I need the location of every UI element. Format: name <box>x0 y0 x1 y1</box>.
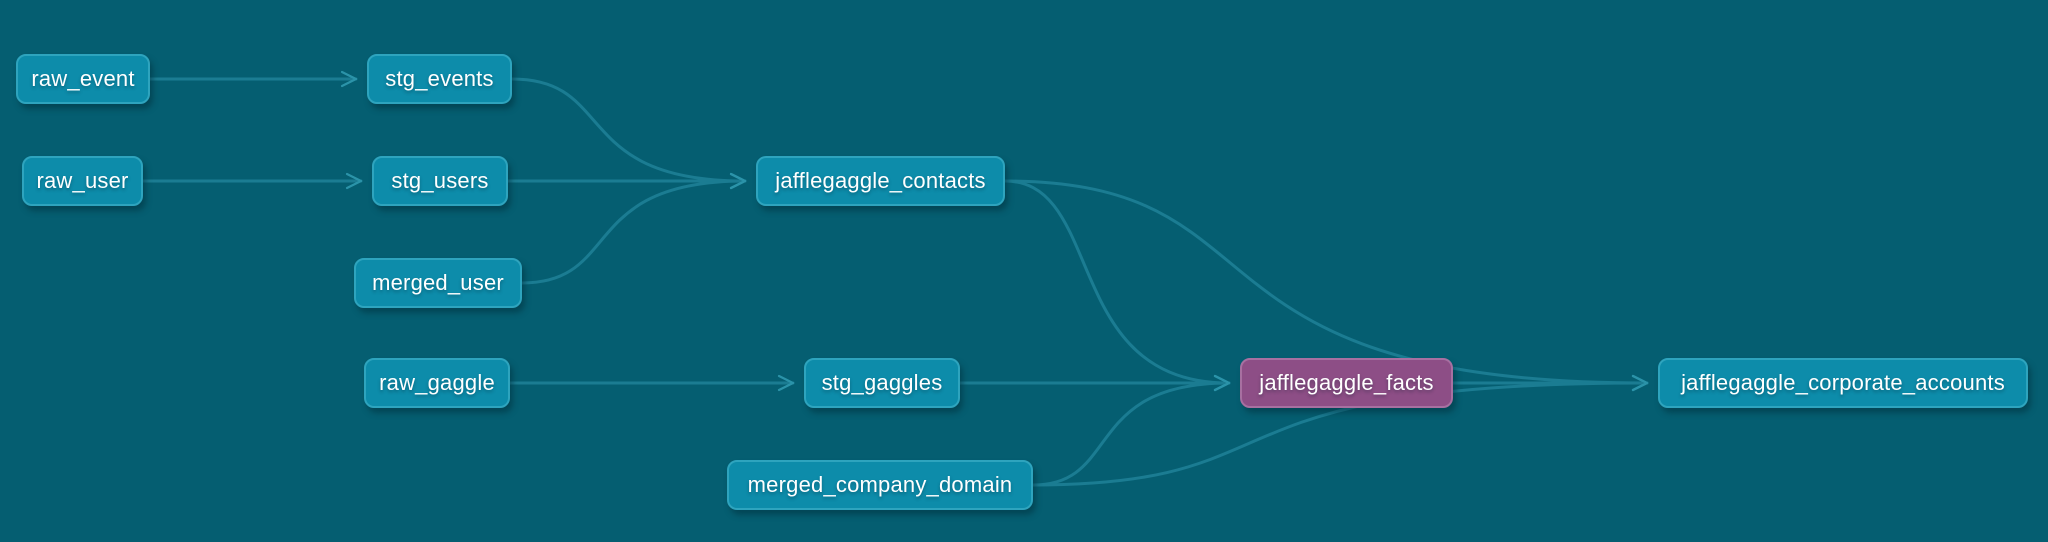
edges-group <box>141 70 1649 487</box>
node-merged_user[interactable]: merged_user <box>354 258 522 308</box>
edge-merged_company_domain-jafflegaggle_facts <box>1031 374 1231 487</box>
node-stg_gaggles[interactable]: stg_gaggles <box>804 358 960 408</box>
node-stg_users[interactable]: stg_users <box>372 156 508 206</box>
edge-merged_user-jafflegaggle_contacts <box>520 172 747 285</box>
node-jafflegaggle_facts[interactable]: jafflegaggle_facts <box>1240 358 1453 408</box>
node-stg_events[interactable]: stg_events <box>367 54 512 104</box>
node-raw_gaggle[interactable]: raw_gaggle <box>364 358 510 408</box>
edge-stg_events-jafflegaggle_contacts <box>510 77 747 190</box>
node-jafflegaggle_corporate_accounts[interactable]: jafflegaggle_corporate_accounts <box>1658 358 2028 408</box>
node-raw_event[interactable]: raw_event <box>16 54 150 104</box>
edge-merged_company_domain-jafflegaggle_corporate_accounts <box>1031 374 1649 487</box>
edge-jafflegaggle_contacts-jafflegaggle_facts <box>1003 179 1231 392</box>
node-jafflegaggle_contacts[interactable]: jafflegaggle_contacts <box>756 156 1005 206</box>
node-raw_user[interactable]: raw_user <box>22 156 143 206</box>
edge-jafflegaggle_contacts-jafflegaggle_corporate_accounts <box>1003 179 1649 392</box>
node-merged_company_domain[interactable]: merged_company_domain <box>727 460 1033 510</box>
